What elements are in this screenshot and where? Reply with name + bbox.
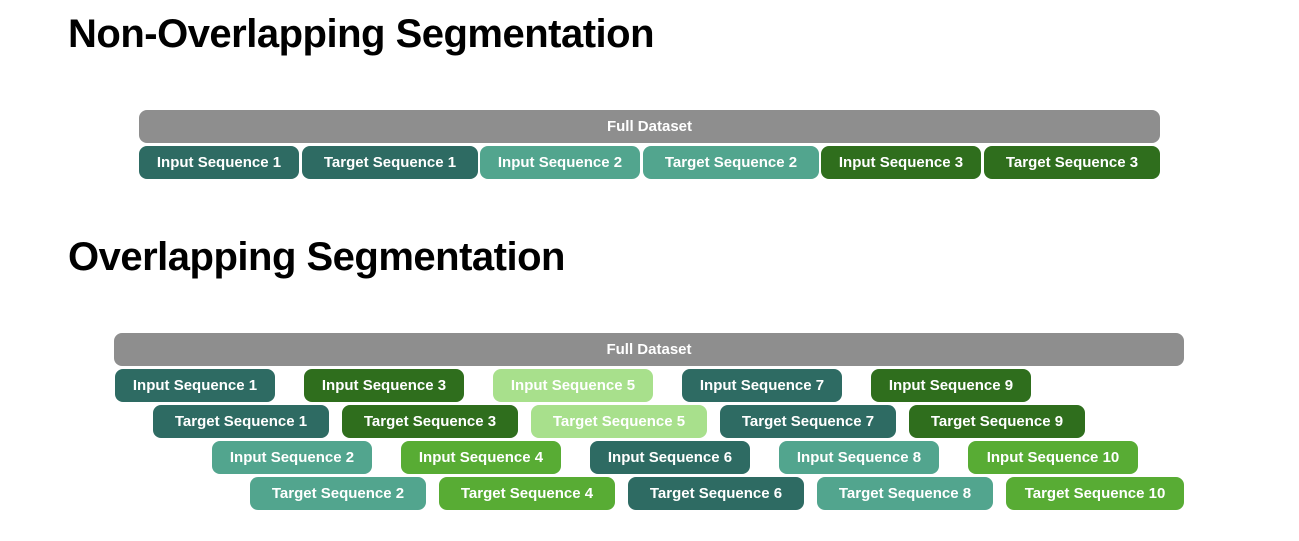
segment-label: Input Sequence 7 [699,377,825,394]
non-overlapping-title: Non-Overlapping Segmentation [68,12,655,56]
segment-label: Target Sequence 9 [930,413,1064,430]
target-sequence-4-block: Target Sequence 4 [439,477,615,510]
segment-label: Input Sequence 2 [229,449,355,466]
input-sequence-2-block: Input Sequence 2 [212,441,372,474]
full-dataset-bar-non-overlapping: Full Dataset [139,110,1160,143]
segment-label: Target Sequence 6 [649,485,783,502]
segment-label: Target Sequence 8 [838,485,972,502]
segment-label: Target Sequence 2 [271,485,405,502]
input-sequence-1-block: Input Sequence 1 [115,369,275,402]
segment-label: Target Sequence 1 [174,413,308,430]
segment-label: Target Sequence 3 [363,413,497,430]
target-sequence-1-block: Target Sequence 1 [153,405,329,438]
input-sequence-7-block: Input Sequence 7 [682,369,842,402]
target-sequence-1-block: Target Sequence 1 [302,146,478,179]
segment-label: Target Sequence 1 [323,154,457,171]
segment-label: Target Sequence 2 [664,154,798,171]
target-sequence-3-block: Target Sequence 3 [342,405,518,438]
segment-label: Input Sequence 9 [888,377,1014,394]
full-dataset-bar-overlapping: Full Dataset [114,333,1184,366]
target-sequence-9-block: Target Sequence 9 [909,405,1085,438]
target-sequence-7-block: Target Sequence 7 [720,405,896,438]
segment-label: Input Sequence 1 [132,377,258,394]
input-sequence-3-block: Input Sequence 3 [821,146,981,179]
target-sequence-8-block: Target Sequence 8 [817,477,993,510]
full-dataset-label: Full Dataset [606,341,692,358]
segment-label: Input Sequence 2 [497,154,623,171]
target-sequence-2-block: Target Sequence 2 [643,146,819,179]
segment-label: Input Sequence 6 [607,449,733,466]
target-sequence-2-block: Target Sequence 2 [250,477,426,510]
input-sequence-9-block: Input Sequence 9 [871,369,1031,402]
segment-label: Input Sequence 5 [510,377,636,394]
target-sequence-10-block: Target Sequence 10 [1006,477,1184,510]
segment-label: Target Sequence 5 [552,413,686,430]
full-dataset-label: Full Dataset [606,118,693,135]
input-sequence-4-block: Input Sequence 4 [401,441,561,474]
input-sequence-10-block: Input Sequence 10 [968,441,1138,474]
segment-label: Input Sequence 10 [986,449,1120,466]
segment-label: Input Sequence 3 [321,377,447,394]
segment-label: Input Sequence 8 [796,449,922,466]
input-sequence-2-block: Input Sequence 2 [480,146,640,179]
target-sequence-3-block: Target Sequence 3 [984,146,1160,179]
input-sequence-1-block: Input Sequence 1 [139,146,299,179]
target-sequence-5-block: Target Sequence 5 [531,405,707,438]
segment-label: Target Sequence 3 [1005,154,1139,171]
segment-label: Target Sequence 10 [1024,485,1166,502]
input-sequence-3-block: Input Sequence 3 [304,369,464,402]
input-sequence-6-block: Input Sequence 6 [590,441,750,474]
input-sequence-5-block: Input Sequence 5 [493,369,653,402]
overlapping-title: Overlapping Segmentation [68,235,565,279]
segment-label: Target Sequence 7 [741,413,875,430]
segment-label: Input Sequence 4 [418,449,544,466]
input-sequence-8-block: Input Sequence 8 [779,441,939,474]
segment-label: Target Sequence 4 [460,485,594,502]
segment-label: Input Sequence 3 [838,154,964,171]
segment-label: Input Sequence 1 [156,154,282,171]
target-sequence-6-block: Target Sequence 6 [628,477,804,510]
